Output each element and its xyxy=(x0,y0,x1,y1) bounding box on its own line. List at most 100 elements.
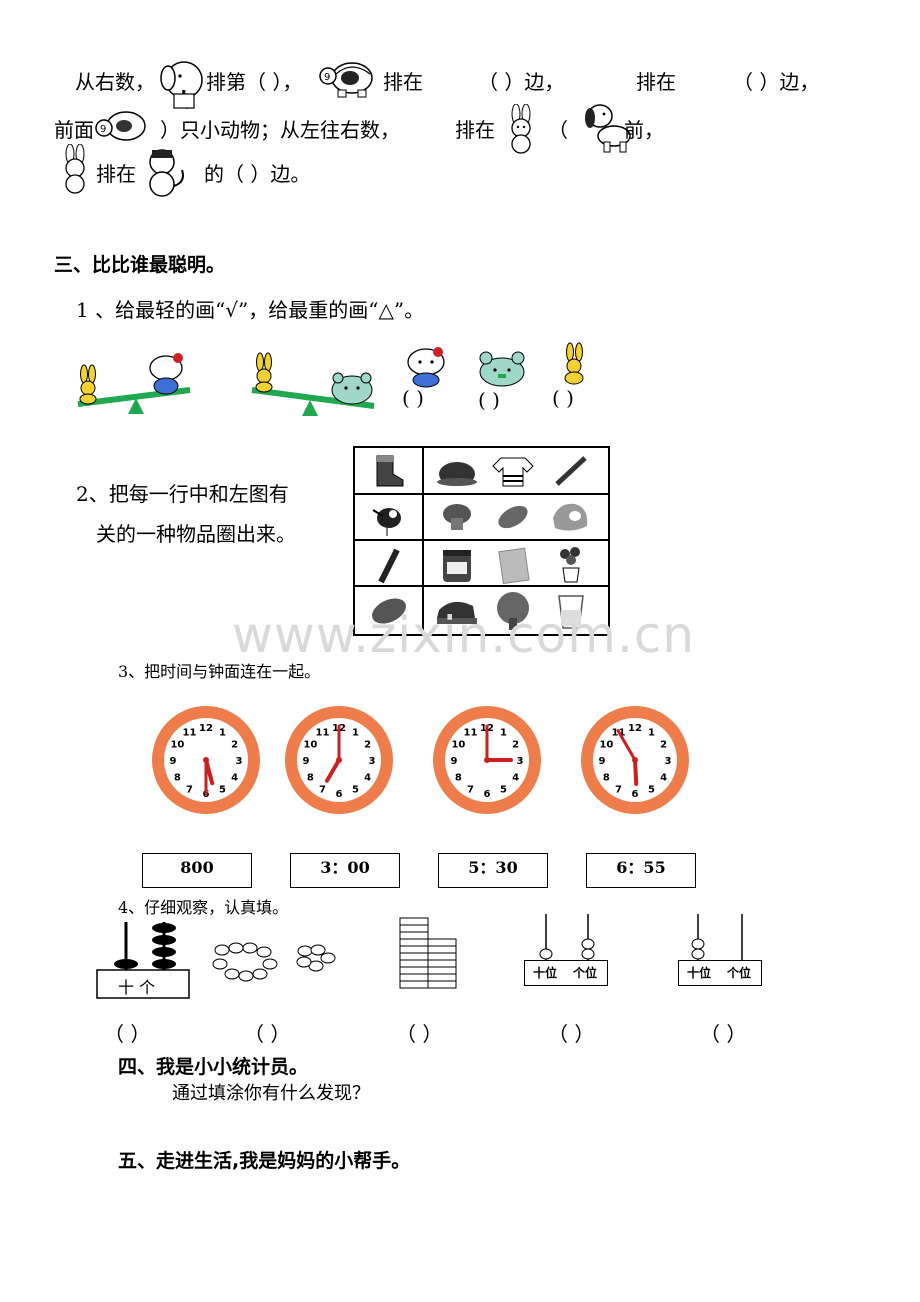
clock-center xyxy=(632,757,638,763)
abacus-3-base: 十位 个位 xyxy=(678,960,762,986)
clock-center xyxy=(484,757,490,763)
clock-center xyxy=(203,757,209,763)
circle-group-10 xyxy=(212,942,278,982)
order-text-2c: 排在 xyxy=(455,118,495,142)
q1-text: 1 、给最轻的画“√”，给最重的画“△”。 xyxy=(76,298,425,322)
hello-kitty-icon-2 xyxy=(407,347,445,388)
clock-center xyxy=(336,757,342,763)
q4-blank-2[interactable]: （ ） xyxy=(244,1022,291,1046)
pen-icon xyxy=(378,548,400,584)
clock-number: 3 xyxy=(369,756,376,767)
time-label-1[interactable]: 800 xyxy=(142,853,252,888)
clock-number: 2 xyxy=(364,740,371,751)
abacus-3 xyxy=(691,914,743,960)
abacus-3-ones-label: 个位 xyxy=(727,966,752,980)
clock-number: 1 xyxy=(352,727,359,738)
rabbit-icon-5 xyxy=(564,342,584,385)
watermark-text: www.zixin.com.cn xyxy=(232,606,696,664)
clock-number: 1 xyxy=(500,727,507,738)
q2-line-2: 关的一种物品圈出来。 xyxy=(96,522,296,546)
q1-blank-3[interactable]: ( ) xyxy=(552,386,574,410)
clock-number: 10 xyxy=(451,740,465,751)
hat-icon[interactable] xyxy=(437,456,479,488)
jar-icon[interactable] xyxy=(437,546,477,586)
order-text-1c: 排在 xyxy=(383,70,423,94)
clock-face-4: 121234567891011 xyxy=(581,706,689,814)
clock-number: 7 xyxy=(467,785,474,796)
circle-group-5 xyxy=(296,944,336,972)
clock-number: 10 xyxy=(599,740,613,751)
clock-number: 9 xyxy=(451,756,458,767)
order-text-1b: 排第（ ）， xyxy=(206,70,303,94)
clock-number: 3 xyxy=(517,756,524,767)
rabbit-icon-3 xyxy=(79,364,97,405)
q4-blank-3[interactable]: （ ） xyxy=(396,1022,443,1046)
clock-number: 11 xyxy=(183,727,197,738)
order-text-2b: ）只小动物；从左往右数， xyxy=(160,118,400,142)
q4-blank-1[interactable]: （ ） xyxy=(104,1022,151,1046)
tree-icon[interactable] xyxy=(491,590,535,632)
seesaw-1 xyxy=(77,353,191,414)
rabbit-icon-2 xyxy=(65,144,85,194)
clock-number: 11 xyxy=(464,727,478,738)
q3-text: 3、把时间与钟面连在一起。 xyxy=(118,662,321,681)
q4-blank-4[interactable]: （ ） xyxy=(548,1022,595,1046)
flower-vase-icon[interactable] xyxy=(551,544,591,586)
clock-number: 5 xyxy=(352,785,359,796)
q2-line-1: 2、把每一行中和左图有 xyxy=(76,482,289,506)
monkey-icon xyxy=(149,149,184,197)
clock-number: 3 xyxy=(665,756,672,767)
order-text-1a: 从右数， xyxy=(75,70,155,94)
abacus-2-base: 十位 个位 xyxy=(524,960,608,986)
section3-title: 三、比比谁最聪明。 xyxy=(54,254,226,276)
clock-number: 2 xyxy=(512,740,519,751)
sock-icon xyxy=(376,455,404,487)
abacus-3-tens-label: 十位 xyxy=(687,966,712,980)
shirt-icon[interactable] xyxy=(491,454,535,488)
clock-number: 7 xyxy=(319,785,326,796)
abacus-2-ones-label: 个位 xyxy=(573,966,598,980)
clock-number: 1 xyxy=(648,727,655,738)
clock-number: 9 xyxy=(170,756,177,767)
clock-number: 6 xyxy=(484,789,491,800)
time-label-3[interactable]: 5：30 xyxy=(438,853,548,888)
bear-icon-2 xyxy=(479,351,525,387)
mushroom-icon[interactable] xyxy=(437,500,477,534)
order-text-1d: （ ）边， xyxy=(478,70,565,94)
clock-number: 12 xyxy=(199,723,213,734)
turtle-icon-2: 9 xyxy=(95,111,146,141)
q1-blank-2[interactable]: ( ) xyxy=(478,388,500,412)
elephant-icon xyxy=(160,61,203,110)
order-text-2d: （ xyxy=(548,118,568,142)
q1-blank-1[interactable]: ( ) xyxy=(402,386,424,410)
picture-grid xyxy=(353,446,610,636)
dog-icon xyxy=(585,104,631,153)
order-text-1e: 排在 xyxy=(636,70,676,94)
q4-blank-5[interactable]: （ ） xyxy=(700,1022,747,1046)
leaf-icon[interactable] xyxy=(493,500,533,534)
hello-kitty-icon xyxy=(149,353,183,395)
notebook-icon[interactable] xyxy=(493,546,533,586)
time-label-4[interactable]: 6：55 xyxy=(586,853,696,888)
glass-icon[interactable] xyxy=(553,592,589,632)
time-label-2[interactable]: 3：00 xyxy=(290,853,400,888)
abacus-2 xyxy=(539,914,595,960)
order-text-2a: 前面 xyxy=(54,118,94,142)
rabbit-icon xyxy=(511,104,531,154)
clock-number: 6 xyxy=(336,789,343,800)
bird-icon xyxy=(372,508,401,536)
pencil-icon[interactable] xyxy=(551,454,591,488)
clock-number: 10 xyxy=(170,740,184,751)
clock-face-3: 121234567891011 xyxy=(433,706,541,814)
leaf-icon-2 xyxy=(372,598,406,624)
sweater-icon[interactable] xyxy=(433,592,479,630)
svg-text:9: 9 xyxy=(324,72,330,83)
q4-text: 4、仔细观察，认真填。 xyxy=(118,898,289,917)
nest-icon[interactable] xyxy=(549,498,593,536)
clock-number: 9 xyxy=(599,756,606,767)
block-stacks xyxy=(399,917,457,989)
clock-number: 7 xyxy=(615,785,622,796)
order-text-3a: 排在 xyxy=(96,162,136,186)
clock-number: 8 xyxy=(455,773,462,784)
clock-number: 6 xyxy=(632,789,639,800)
